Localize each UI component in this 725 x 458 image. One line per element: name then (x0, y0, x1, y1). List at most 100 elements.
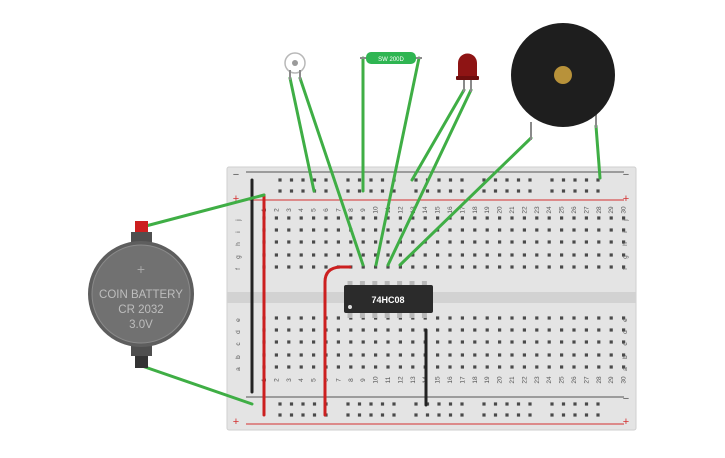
terminal-hole[interactable] (572, 228, 576, 232)
terminal-hole[interactable] (535, 365, 539, 369)
rail-hole[interactable] (357, 178, 362, 182)
terminal-hole[interactable] (597, 340, 601, 344)
rail-hole[interactable] (278, 178, 282, 182)
terminal-hole[interactable] (572, 265, 576, 269)
tilt-switch-sw200d[interactable]: SW 200D (360, 52, 422, 64)
terminal-hole[interactable] (374, 365, 378, 369)
terminal-hole[interactable] (411, 340, 415, 344)
terminal-hole[interactable] (560, 340, 564, 344)
rail-hole[interactable] (596, 189, 600, 193)
terminal-hole[interactable] (622, 328, 626, 332)
terminal-hole[interactable] (336, 340, 340, 344)
rail-hole[interactable] (528, 413, 532, 417)
terminal-hole[interactable] (622, 216, 626, 220)
terminal-hole[interactable] (597, 216, 601, 220)
terminal-hole[interactable] (510, 216, 514, 220)
terminal-hole[interactable] (522, 340, 526, 344)
terminal-hole[interactable] (324, 216, 328, 220)
rail-hole[interactable] (493, 402, 498, 406)
terminal-hole[interactable] (436, 353, 440, 357)
terminal-hole[interactable] (312, 340, 316, 344)
rail-hole[interactable] (528, 189, 532, 193)
rail-hole[interactable] (493, 413, 498, 417)
terminal-hole[interactable] (361, 240, 365, 244)
rail-hole[interactable] (425, 413, 430, 417)
terminal-hole[interactable] (547, 228, 551, 232)
rail-hole[interactable] (380, 189, 385, 193)
terminal-hole[interactable] (609, 328, 613, 332)
terminal-hole[interactable] (609, 316, 613, 320)
terminal-hole[interactable] (374, 253, 378, 257)
terminal-hole[interactable] (498, 340, 502, 344)
terminal-hole[interactable] (324, 265, 328, 269)
terminal-hole[interactable] (572, 253, 576, 257)
terminal-hole[interactable] (448, 265, 452, 269)
terminal-hole[interactable] (485, 253, 489, 257)
terminal-hole[interactable] (374, 328, 378, 332)
terminal-hole[interactable] (460, 228, 464, 232)
terminal-hole[interactable] (584, 253, 588, 257)
terminal-hole[interactable] (498, 228, 502, 232)
rail-hole[interactable] (414, 189, 418, 193)
terminal-hole[interactable] (299, 328, 303, 332)
terminal-hole[interactable] (473, 228, 477, 232)
terminal-hole[interactable] (609, 340, 613, 344)
terminal-hole[interactable] (547, 365, 551, 369)
rail-hole[interactable] (392, 413, 396, 417)
rail-hole[interactable] (289, 402, 294, 406)
rail-hole[interactable] (573, 402, 577, 406)
terminal-hole[interactable] (622, 353, 626, 357)
rail-hole[interactable] (324, 178, 328, 182)
terminal-hole[interactable] (436, 316, 440, 320)
rail-hole[interactable] (596, 413, 600, 417)
rail-hole[interactable] (357, 402, 362, 406)
terminal-hole[interactable] (547, 353, 551, 357)
terminal-hole[interactable] (522, 353, 526, 357)
terminal-hole[interactable] (485, 240, 489, 244)
terminal-hole[interactable] (374, 240, 378, 244)
terminal-hole[interactable] (411, 353, 415, 357)
terminal-hole[interactable] (361, 365, 365, 369)
terminal-hole[interactable] (498, 328, 502, 332)
terminal-hole[interactable] (436, 240, 440, 244)
terminal-hole[interactable] (336, 216, 340, 220)
terminal-hole[interactable] (299, 316, 303, 320)
terminal-hole[interactable] (473, 365, 477, 369)
terminal-hole[interactable] (274, 316, 278, 320)
terminal-hole[interactable] (336, 253, 340, 257)
rail-hole[interactable] (301, 178, 305, 182)
terminal-hole[interactable] (274, 353, 278, 357)
terminal-hole[interactable] (324, 253, 328, 257)
terminal-hole[interactable] (560, 240, 564, 244)
terminal-hole[interactable] (312, 265, 316, 269)
terminal-hole[interactable] (572, 353, 576, 357)
terminal-hole[interactable] (411, 328, 415, 332)
rail-hole[interactable] (516, 189, 521, 193)
terminal-hole[interactable] (411, 253, 415, 257)
terminal-hole[interactable] (510, 328, 514, 332)
rail-hole[interactable] (380, 178, 385, 182)
terminal-hole[interactable] (473, 240, 477, 244)
terminal-hole[interactable] (274, 216, 278, 220)
terminal-hole[interactable] (312, 353, 316, 357)
terminal-hole[interactable] (473, 353, 477, 357)
terminal-hole[interactable] (398, 353, 402, 357)
terminal-hole[interactable] (287, 265, 291, 269)
terminal-hole[interactable] (299, 253, 303, 257)
rail-hole[interactable] (516, 402, 521, 406)
terminal-hole[interactable] (274, 340, 278, 344)
rail-hole[interactable] (505, 402, 509, 406)
terminal-hole[interactable] (572, 216, 576, 220)
terminal-hole[interactable] (398, 265, 402, 269)
terminal-hole[interactable] (609, 216, 613, 220)
rail-hole[interactable] (324, 189, 328, 193)
terminal-hole[interactable] (299, 240, 303, 244)
terminal-hole[interactable] (584, 316, 588, 320)
terminal-hole[interactable] (361, 328, 365, 332)
terminal-hole[interactable] (448, 316, 452, 320)
rail-hole[interactable] (573, 413, 577, 417)
terminal-hole[interactable] (547, 340, 551, 344)
terminal-hole[interactable] (460, 240, 464, 244)
rail-hole[interactable] (493, 189, 498, 193)
terminal-hole[interactable] (299, 265, 303, 269)
